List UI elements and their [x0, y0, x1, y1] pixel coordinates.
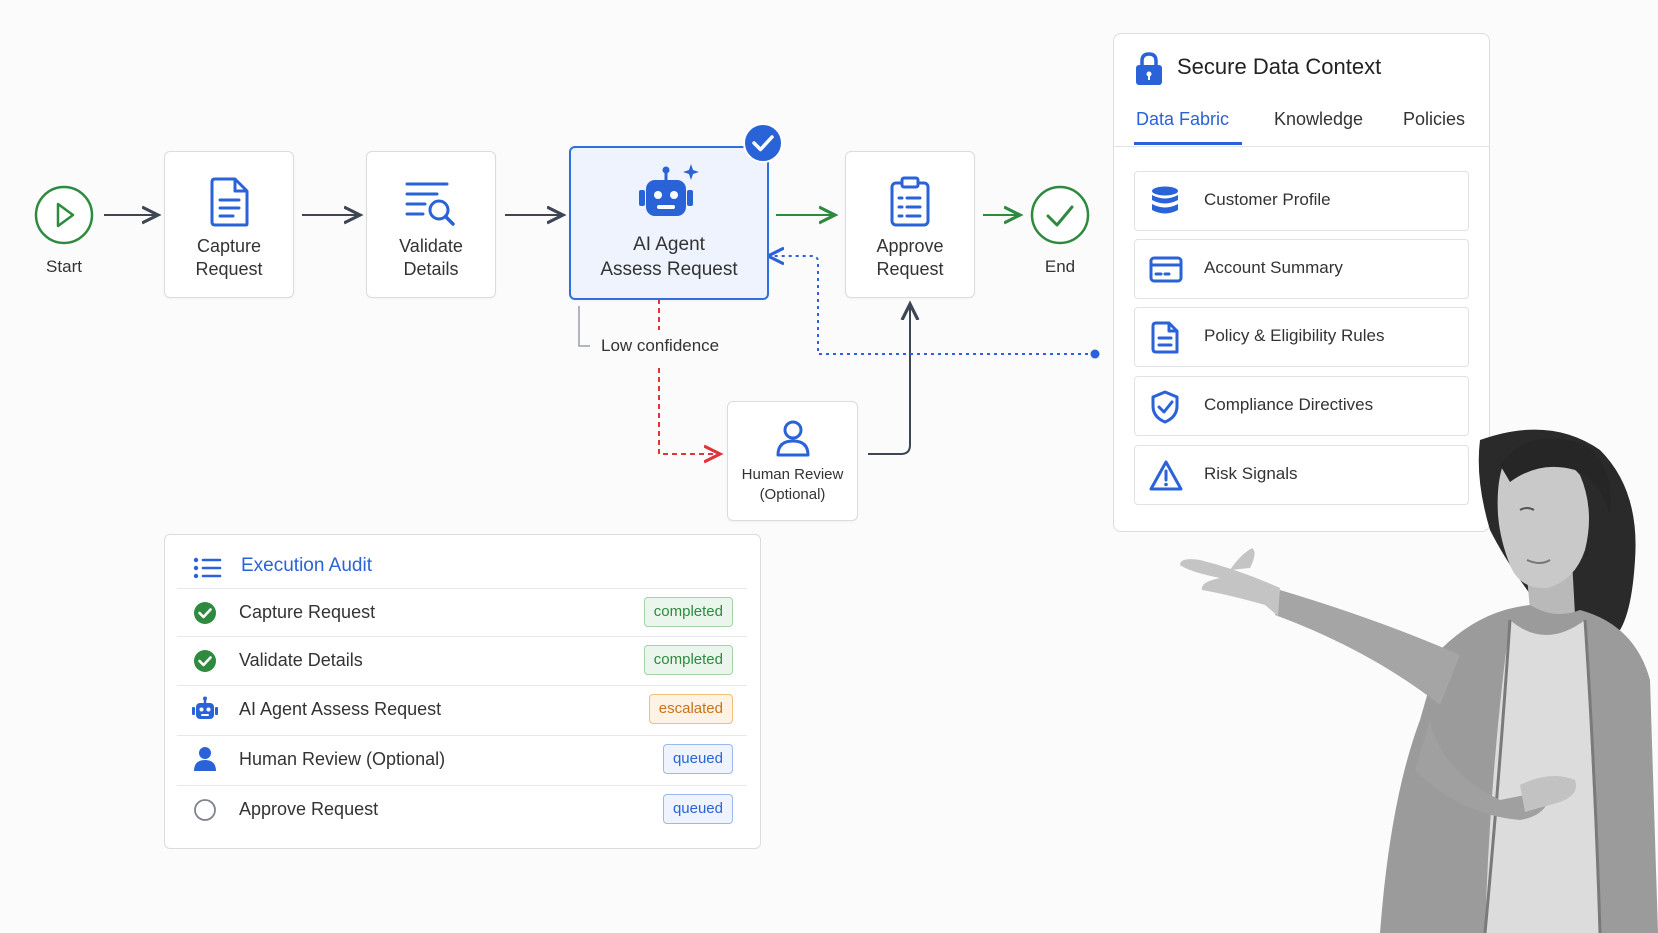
node-capture-label-1: Capture [196, 236, 262, 256]
execution-audit-panel: Execution Audit Capture Request complete… [164, 534, 761, 849]
context-item-policy-eligibility[interactable]: Policy & Eligibility Rules [1134, 307, 1469, 367]
play-icon [34, 185, 94, 245]
secure-data-context-panel: Secure Data Context Data Fabric Knowledg… [1113, 33, 1490, 532]
context-item-risk-signals[interactable]: Risk Signals [1134, 445, 1469, 505]
person-icon [194, 747, 216, 771]
audit-row: AI Agent Assess Request escalated [177, 685, 747, 732]
audit-row-label: Human Review (Optional) [239, 749, 446, 769]
check-icon [1030, 185, 1090, 245]
tab-policies[interactable]: Policies [1403, 109, 1466, 129]
context-item-label: Policy & Eligibility Rules [1204, 326, 1385, 345]
active-tab-indicator [1134, 142, 1242, 145]
tab-knowledge[interactable]: Knowledge [1274, 109, 1364, 129]
audit-row: Validate Details completed [177, 636, 747, 683]
agent-verified-badge [743, 123, 783, 163]
audit-row: Capture Request completed [177, 588, 747, 635]
node-approve-request[interactable]: Approve Request [845, 151, 975, 298]
clipboard-icon [890, 176, 930, 227]
lock-icon [1136, 52, 1162, 85]
context-item-label: Account Summary [1204, 258, 1343, 277]
audit-title: Execution Audit [241, 555, 372, 576]
context-item-label: Compliance Directives [1204, 395, 1374, 414]
node-human-label-2: (Optional) [759, 486, 826, 503]
status-badge: completed [643, 597, 733, 627]
node-human-review[interactable]: Human Review (Optional) [727, 401, 858, 521]
node-capture-request[interactable]: Capture Request [164, 151, 294, 298]
audit-row-label: Validate Details [239, 650, 363, 670]
low-confidence-label: Low confidence [601, 336, 720, 355]
arrow-human-approve [868, 304, 910, 455]
node-validate-label-1: Validate [399, 236, 463, 256]
tabs-divider [1114, 146, 1489, 147]
status-badge: queued [662, 794, 733, 824]
context-item-label: Risk Signals [1204, 464, 1298, 483]
list-search-icon [405, 182, 455, 226]
card-icon [1149, 256, 1183, 283]
document-icon [210, 177, 249, 227]
node-ai-agent[interactable]: AI Agent Assess Request [569, 146, 769, 300]
node-approve-label-2: Request [876, 259, 944, 279]
end-node[interactable] [1030, 185, 1090, 245]
status-badge: escalated [648, 694, 733, 724]
shield-check-icon [1151, 390, 1179, 424]
check-badge-icon [743, 123, 783, 163]
context-link-dot [1090, 349, 1100, 359]
node-agent-label-1: AI Agent [633, 234, 705, 255]
audit-row: Approve Request queued [177, 785, 747, 832]
document-icon [1151, 321, 1179, 354]
robot-icon [639, 164, 699, 216]
arrow-agent-human-escalation [658, 299, 720, 454]
context-item-label: Customer Profile [1204, 190, 1331, 209]
audit-row-label: Approve Request [239, 799, 379, 819]
empty-circle-icon [194, 799, 216, 821]
check-circle-icon [194, 650, 216, 672]
context-item-customer-profile[interactable]: Customer Profile [1134, 171, 1469, 231]
start-label: Start [46, 257, 82, 276]
presenter-illustration [1180, 429, 1658, 933]
warning-icon [1149, 460, 1183, 491]
context-item-compliance-directives[interactable]: Compliance Directives [1134, 376, 1469, 436]
audit-row-label: AI Agent Assess Request [239, 699, 442, 719]
node-validate-details[interactable]: Validate Details [366, 151, 496, 298]
node-agent-label-2: Assess Request [600, 259, 738, 280]
secure-context-title: Secure Data Context [1177, 54, 1382, 79]
context-item-account-summary[interactable]: Account Summary [1134, 239, 1469, 299]
node-capture-label-2: Request [195, 259, 263, 279]
list-icon [193, 557, 222, 579]
start-node[interactable] [34, 185, 94, 245]
node-approve-label-1: Approve [876, 236, 944, 256]
arrow-context-agent [768, 256, 1095, 355]
status-badge: queued [662, 744, 733, 774]
end-label: End [1044, 257, 1076, 276]
node-validate-label-2: Details [403, 259, 459, 279]
low-confidence-bracket [578, 306, 590, 347]
status-badge: completed [643, 645, 733, 675]
audit-row: Human Review (Optional) queued [177, 735, 747, 782]
robot-icon [192, 696, 218, 719]
person-outline-icon [776, 420, 809, 457]
tab-data-fabric[interactable]: Data Fabric [1136, 109, 1230, 129]
check-circle-icon [194, 602, 216, 624]
database-icon [1152, 186, 1178, 214]
audit-row-label: Capture Request [239, 602, 376, 622]
node-human-label-1: Human Review [741, 466, 844, 483]
